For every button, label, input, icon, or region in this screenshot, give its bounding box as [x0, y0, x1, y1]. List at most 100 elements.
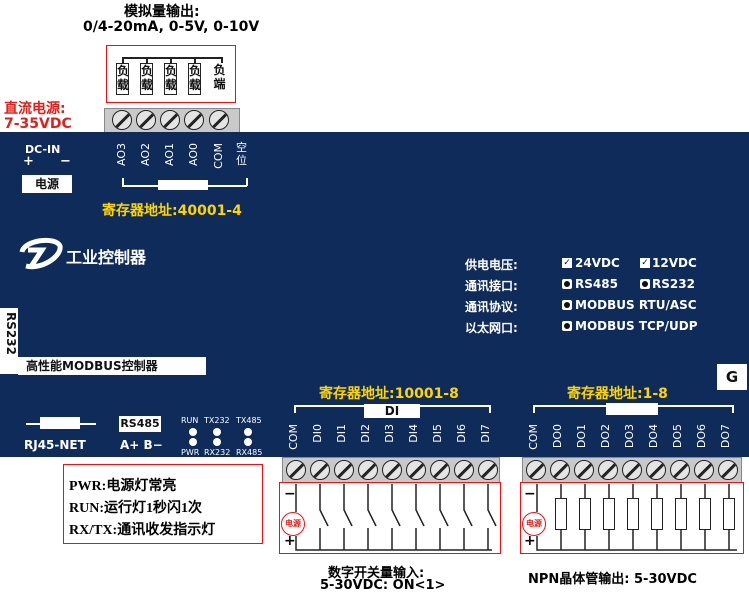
do-load-resistor: [723, 498, 735, 530]
di-switch-wiring: [295, 484, 497, 551]
do-load-resistor: [651, 498, 663, 530]
led-tx485-icon: [244, 428, 252, 436]
brand-logo-icon: [19, 237, 63, 270]
do-terminal-label-6: DO5: [671, 424, 684, 449]
load-wire: [146, 57, 148, 63]
di-caption-0: 数字开关量输入:: [328, 566, 425, 581]
ao-terminal-screw: [209, 110, 229, 130]
do-terminal-screw: [670, 460, 690, 480]
ao-label-1: AO2: [139, 143, 152, 166]
power-range: 7-35VDC: [4, 116, 72, 132]
do-load-resistor: [699, 498, 711, 530]
rj45-label: RJ45-NET: [24, 438, 86, 452]
led-label-rx232: RX232: [204, 448, 231, 457]
do-bracket-tab: [606, 403, 658, 415]
spec-rs232: RS232: [652, 277, 695, 291]
do-load-resistor: [555, 498, 567, 530]
ao-label-2: AO1: [163, 143, 176, 166]
checkbox-12vdc-icon: ✓: [640, 258, 650, 268]
spec-24vdc: 24VDC: [575, 256, 620, 270]
dcin-minus: −: [60, 154, 71, 169]
di-terminal-label-1: DI0: [311, 424, 324, 443]
di-terminal-label-5: DI4: [407, 424, 420, 443]
di-terminal-screw: [454, 460, 474, 480]
do-terminal-screw: [574, 460, 594, 480]
do-bracket-right: [732, 405, 734, 413]
di-terminal-screw: [334, 460, 354, 480]
di-terminal-screw: [382, 460, 402, 480]
ao-register: 寄存器地址:40001-4: [102, 203, 242, 219]
led-label-tx485: TX485: [236, 416, 262, 425]
di-terminal-label-0: COM: [287, 424, 300, 450]
di-terminal-screw: [406, 460, 426, 480]
do-terminal-screw: [550, 460, 570, 480]
ao-terminal-screw: [160, 110, 180, 130]
di-bracket-left: [294, 405, 296, 413]
do-terminal-screw: [694, 460, 714, 480]
dcin-label: DC-IN: [25, 143, 61, 156]
led-pwr-icon: [189, 438, 197, 446]
do-terminal-label-3: DO2: [599, 424, 612, 449]
do-terminal-screw: [646, 460, 666, 480]
di-terminal-label-4: DI3: [383, 424, 396, 443]
led-label-tx232: TX232: [204, 416, 230, 425]
checkbox-24vdc-icon: ✓: [562, 258, 572, 268]
do-terminal-label-7: DO6: [695, 424, 708, 449]
spec-label-2: 通讯协议:: [465, 300, 518, 314]
do-pol-plus: +: [524, 533, 536, 549]
dcin-name: 电源: [22, 175, 72, 193]
rs232-side-tab: [0, 308, 18, 374]
rj45-port: [40, 417, 80, 429]
load-wire: [221, 57, 223, 63]
do-power-source-icon: 电源: [522, 512, 546, 536]
spec-label-0: 供电电压:: [465, 258, 518, 272]
legend-line-1: RUN:运行灯1秒闪1次: [69, 501, 202, 516]
led-run-icon: [189, 428, 197, 436]
di-terminal-screw: [286, 460, 306, 480]
di-label: DI: [364, 404, 420, 418]
ao-bracket-tab: [158, 180, 208, 190]
rs485-label: RS485: [119, 416, 161, 432]
ao-label-4: COM: [212, 143, 225, 169]
di-pol-plus: +: [284, 533, 296, 549]
ao-bracket-left: [122, 178, 124, 186]
rs485-pins: A+ B−: [120, 438, 163, 452]
ao-label-5: 空位: [236, 141, 247, 167]
do-terminal-screw: [526, 460, 546, 480]
legend-box: [63, 464, 263, 544]
load-cell-0: 负载: [116, 63, 129, 95]
do-terminal-label-2: DO1: [575, 424, 588, 449]
spec-12vdc: 12VDC: [652, 256, 697, 270]
do-register: 寄存器地址:1-8: [567, 386, 668, 402]
di-pol-minus: −: [284, 486, 296, 502]
analog-output-title: 模拟量输出:: [124, 4, 200, 20]
spec-modbus-tcp: MODBUS TCP/UDP: [575, 319, 698, 333]
led-label-rx485: RX485: [236, 448, 263, 457]
load-wire: [170, 57, 172, 63]
led-label-pwr: PWR: [181, 448, 200, 457]
ao-terminal-screw: [136, 110, 156, 130]
di-bracket-right: [489, 405, 491, 413]
do-terminal-label-0: COM: [527, 424, 540, 450]
spec-label-1: 通讯接口:: [465, 279, 518, 293]
di-terminal-label-7: DI6: [455, 424, 468, 443]
do-terminal-label-4: DO3: [623, 424, 636, 449]
radio-rs485-icon: [562, 279, 572, 289]
legend-line-2: RX/TX:通讯收发指示灯: [69, 523, 216, 538]
load-cell-4: 负端: [213, 63, 226, 91]
di-terminal-screw: [310, 460, 330, 480]
spec-modbus-rtu: MODBUS RTU/ASC: [575, 298, 697, 312]
do-load-resistor: [603, 498, 615, 530]
brand-name: 工业控制器: [66, 248, 147, 267]
ground-label: G: [717, 364, 747, 390]
load-box: [106, 45, 236, 103]
di-terminal-screw: [478, 460, 498, 480]
legend-line-0: PWR:电源灯常亮: [69, 479, 177, 494]
do-terminal-screw: [622, 460, 642, 480]
analog-output-ranges: 0/4-20mA, 0-5V, 0-10V: [83, 19, 260, 35]
ao-label-0: AO3: [115, 143, 128, 166]
do-wiring-box: [520, 482, 744, 554]
di-caption-1: 5-30VDC: ON<1>: [320, 578, 446, 593]
ao-bracket-right: [246, 178, 248, 186]
do-load-resistor: [579, 498, 591, 530]
